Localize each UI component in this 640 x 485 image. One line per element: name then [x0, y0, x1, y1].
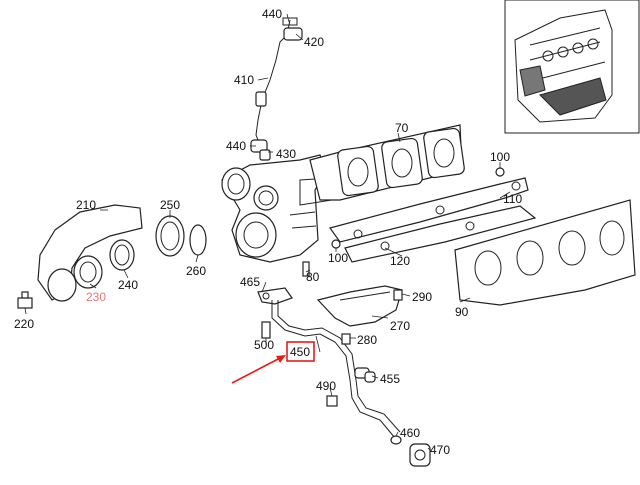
callout-110[interactable]: 110: [503, 192, 522, 206]
callout-labels: 440 420 410 440 430 70 100 110 210 250 2…: [14, 7, 522, 457]
callout-230[interactable]: 230: [86, 290, 106, 304]
callout-420[interactable]: 420: [304, 35, 324, 49]
callout-490[interactable]: 490: [316, 379, 336, 393]
nut-100a: [495, 167, 505, 177]
bolt-80: [302, 261, 310, 277]
seal-240: [109, 239, 135, 271]
callout-290[interactable]: 290: [412, 290, 432, 304]
bolt-220: [17, 291, 33, 309]
gasket-110: [329, 177, 529, 243]
arrowhead: [276, 355, 286, 363]
gasket-120: [344, 205, 537, 263]
heat-shield-90: [454, 199, 636, 306]
callout-430[interactable]: 430: [276, 147, 296, 161]
callout-465[interactable]: 465: [240, 275, 260, 289]
flange-gasket-470: [409, 443, 431, 467]
callout-90[interactable]: 90: [455, 305, 469, 319]
oil-return-line-450: [261, 300, 401, 439]
callout-260[interactable]: 260: [186, 264, 206, 278]
highlight-indicator: [231, 341, 315, 384]
callout-70[interactable]: 70: [395, 121, 409, 135]
callout-270[interactable]: 270: [390, 319, 410, 333]
clip-455: [354, 367, 376, 383]
callout-500[interactable]: 500: [254, 338, 274, 352]
highlight-box-450: [286, 341, 315, 362]
callout-450[interactable]: 450: [290, 345, 310, 359]
turbocharger: [221, 154, 333, 263]
clamp-250: [155, 215, 185, 257]
callout-80[interactable]: 80: [306, 270, 320, 284]
bolt-280: [341, 333, 351, 345]
callout-210[interactable]: 210: [76, 198, 96, 212]
callout-440-mid[interactable]: 440: [226, 139, 246, 153]
exhaust-manifold-70: [309, 124, 465, 201]
engine-inset: [504, 0, 640, 134]
callout-440-top[interactable]: 440: [262, 7, 282, 21]
highlight-arrow: [231, 356, 283, 384]
bolt-290: [393, 289, 403, 301]
nut-100b: [331, 239, 341, 249]
callout-250[interactable]: 250: [160, 198, 180, 212]
intake-pipe-210: [37, 204, 143, 302]
callout-220[interactable]: 220: [14, 317, 34, 331]
callout-100-mid[interactable]: 100: [328, 251, 348, 265]
bolt-490: [326, 395, 338, 407]
callout-470[interactable]: 470: [430, 443, 450, 457]
callout-280[interactable]: 280: [357, 333, 377, 347]
oil-feed-line-410: [250, 17, 303, 161]
callout-240[interactable]: 240: [118, 278, 138, 292]
callout-120[interactable]: 120: [390, 254, 410, 268]
bracket-465: [257, 287, 293, 305]
callout-100-top[interactable]: 100: [490, 150, 510, 164]
callout-455[interactable]: 455: [380, 372, 400, 386]
heat-shield-270: [316, 285, 403, 327]
callout-410[interactable]: 410: [234, 73, 254, 87]
seal-260: [189, 224, 207, 256]
leader-lines: [24, 13, 511, 451]
callout-460[interactable]: 460: [400, 426, 420, 440]
